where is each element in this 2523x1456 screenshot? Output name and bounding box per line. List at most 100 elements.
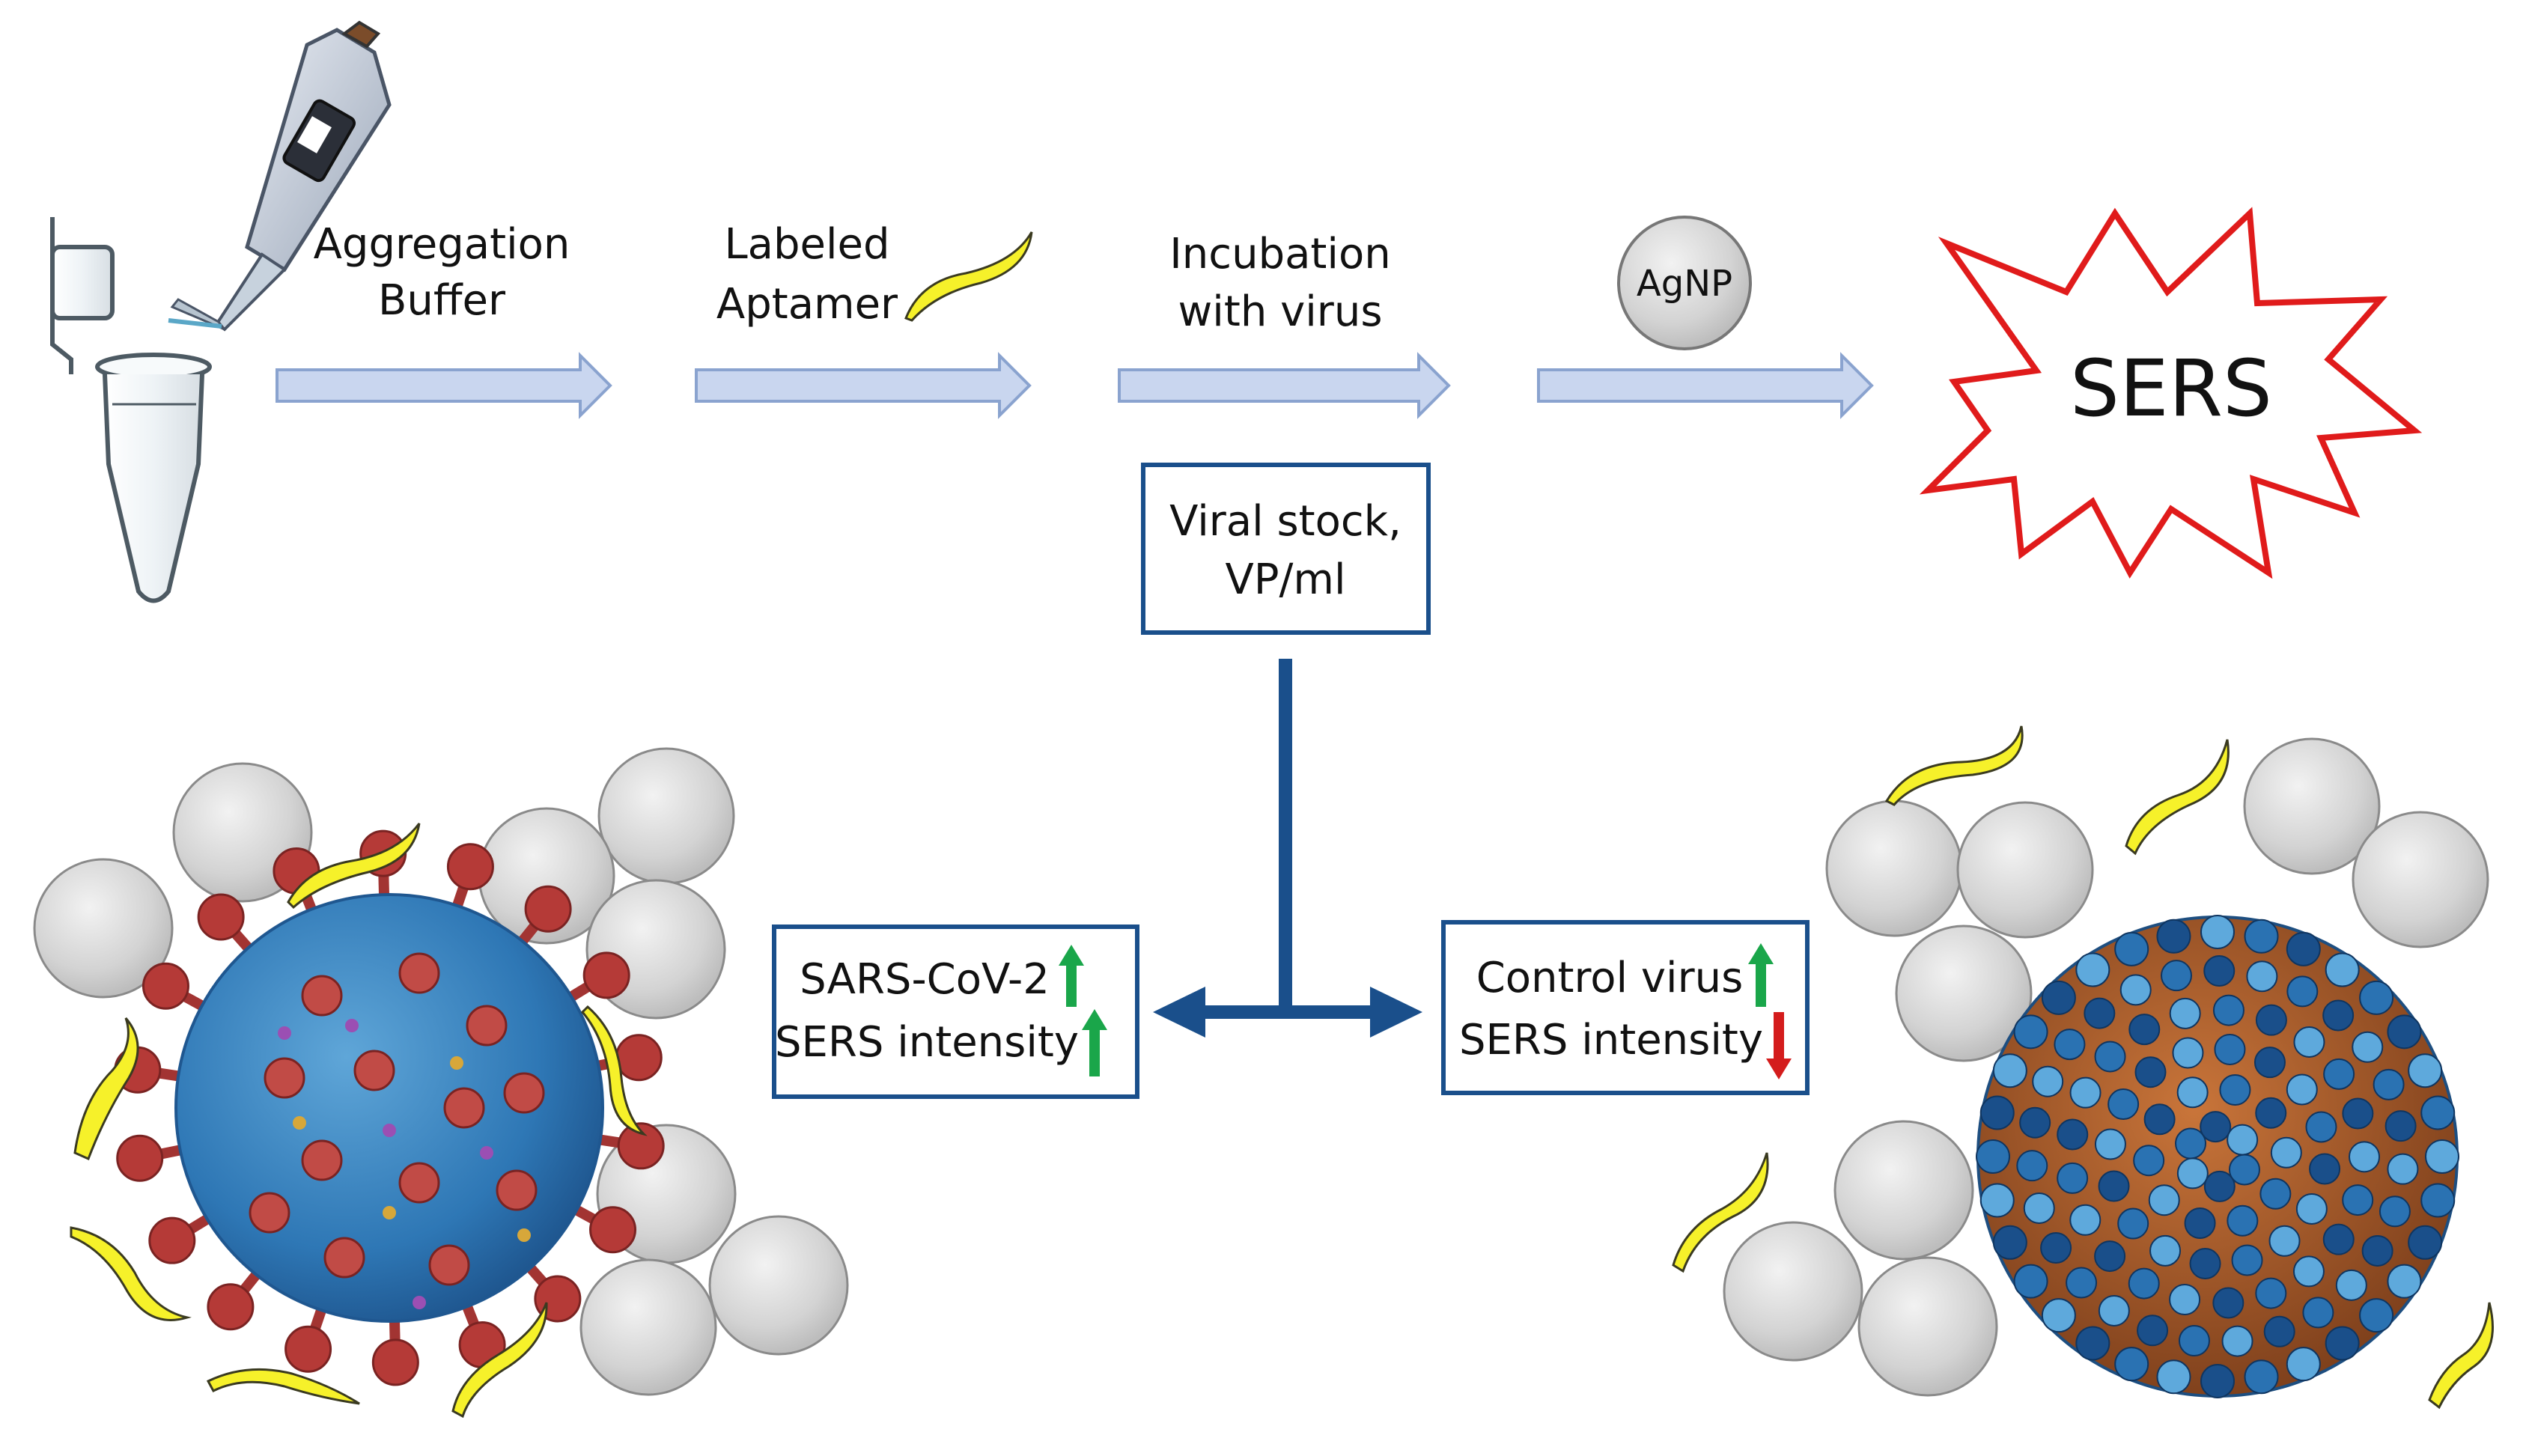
surface-knob	[2114, 931, 2149, 966]
control-virus-up-arrow-icon	[1748, 943, 1774, 1007]
surface-knob	[2420, 1183, 2456, 1218]
spike-head	[524, 885, 572, 933]
spike-head	[284, 1325, 332, 1373]
spike-head	[503, 1072, 545, 1114]
coronavirus-icon	[114, 829, 665, 1386]
surface-knob	[2352, 1031, 2384, 1063]
surface-knob	[2057, 1162, 2089, 1194]
step-aggregation-buffer-line2: Buffer	[378, 276, 506, 325]
surface-knob	[2408, 1053, 2443, 1088]
surface-knob	[2359, 1298, 2394, 1333]
surface-protein	[345, 1019, 359, 1032]
surface-knob	[2246, 960, 2278, 993]
surface-knob	[2107, 1088, 2140, 1121]
surface-knob	[2322, 1223, 2355, 1255]
aptamer-icon	[904, 231, 1033, 322]
surface-knob	[2255, 1097, 2287, 1129]
surface-knob	[2075, 1326, 2110, 1361]
nanoparticle-icon	[1617, 216, 1752, 350]
step-aggregation-buffer-line1: Aggregation	[314, 220, 570, 269]
surface-knob	[2032, 1065, 2064, 1097]
control-signal-label: SERS intensity	[1459, 1016, 1763, 1064]
surface-knob	[2302, 1297, 2334, 1329]
process-arrow-3	[1118, 352, 1451, 419]
surface-knob	[2420, 1095, 2456, 1130]
surface-knob	[2231, 1244, 2263, 1276]
spike-head	[443, 1087, 485, 1129]
surface-knob	[2098, 1170, 2130, 1202]
surface-knob	[2054, 1029, 2086, 1061]
surface-knob	[2094, 1128, 2126, 1160]
surface-knob	[1979, 1183, 2015, 1218]
spike-head	[428, 1244, 470, 1286]
surface-knob	[2263, 1315, 2295, 1347]
surface-knob	[2255, 1004, 2287, 1036]
surface-knob	[2019, 1106, 2051, 1139]
surface-knob	[2133, 1145, 2165, 1177]
spike-head	[466, 1005, 508, 1047]
spike-head	[207, 1283, 255, 1331]
surface-protein	[383, 1124, 396, 1137]
surface-knob	[2373, 1068, 2405, 1100]
spike-head	[323, 1237, 365, 1279]
sars-virus-up-arrow-icon	[1059, 945, 1084, 1007]
surface-knob	[2023, 1192, 2055, 1224]
surface-knob	[2169, 1284, 2201, 1316]
step-incubation-line1: Incubation	[1169, 230, 1390, 278]
surface-knob	[2335, 1269, 2367, 1301]
surface-knob	[2098, 1294, 2130, 1326]
surface-knob	[2255, 1277, 2287, 1309]
step-agnp-label: AgNP	[1637, 263, 1732, 305]
spike-head	[301, 1139, 343, 1181]
surface-knob	[2069, 1204, 2102, 1236]
branch-connector	[1153, 659, 1422, 1038]
sars-signal-up-arrow-icon	[1082, 1009, 1107, 1076]
surface-knob	[2137, 1315, 2169, 1347]
surface-knob	[2387, 1153, 2419, 1185]
surface-knob	[2200, 1364, 2235, 1398]
surface-knob	[2175, 1127, 2207, 1160]
surface-knob	[2084, 997, 2116, 1029]
microtube-icon	[50, 217, 212, 603]
spike-head	[582, 951, 630, 999]
spike-head	[371, 1338, 419, 1386]
aptamer-strands-right	[1672, 725, 2494, 1410]
process-arrow-2	[695, 352, 1032, 419]
surface-knob	[2253, 1047, 2286, 1079]
surface-knob	[2221, 1325, 2253, 1357]
surface-knob	[1976, 1139, 2010, 1174]
surface-knob	[2342, 1184, 2374, 1216]
spike-head	[398, 1162, 440, 1204]
surface-knob	[2200, 1111, 2232, 1143]
spike-head	[264, 1057, 305, 1099]
spike-head	[589, 1206, 637, 1254]
control-cluster	[1672, 725, 2494, 1410]
surface-knob	[2013, 1014, 2048, 1050]
surface-knob	[2041, 980, 2076, 1015]
surface-protein	[517, 1228, 531, 1242]
surface-protein	[450, 1056, 463, 1070]
surface-protein	[480, 1146, 493, 1160]
process-arrow-4	[1537, 352, 1874, 419]
surface-knob	[2172, 1037, 2204, 1069]
surface-knob	[2293, 1026, 2325, 1058]
surface-knob	[2408, 1225, 2443, 1260]
control-result-box	[1441, 920, 1810, 1095]
surface-knob	[2219, 1074, 2251, 1106]
surface-knob	[2128, 1014, 2161, 1046]
control-virus-label: Control virus	[1476, 954, 1744, 1002]
surface-knob	[2117, 1207, 2149, 1240]
surface-knob	[2227, 1124, 2259, 1156]
surface-knob	[2161, 960, 2193, 992]
surface-knob	[2094, 1240, 2126, 1273]
surface-protein	[383, 1206, 396, 1219]
surface-knob	[2148, 1184, 2180, 1216]
spike-head	[617, 1122, 665, 1170]
surface-knob	[2075, 952, 2110, 987]
viral-stock-line1: Viral stock,	[1169, 497, 1402, 546]
surface-knob	[2268, 1225, 2301, 1257]
surface-knob	[2176, 1076, 2209, 1109]
surface-knob	[2348, 1141, 2380, 1173]
surface-knob	[2013, 1264, 2048, 1299]
surface-knob	[2322, 999, 2355, 1032]
